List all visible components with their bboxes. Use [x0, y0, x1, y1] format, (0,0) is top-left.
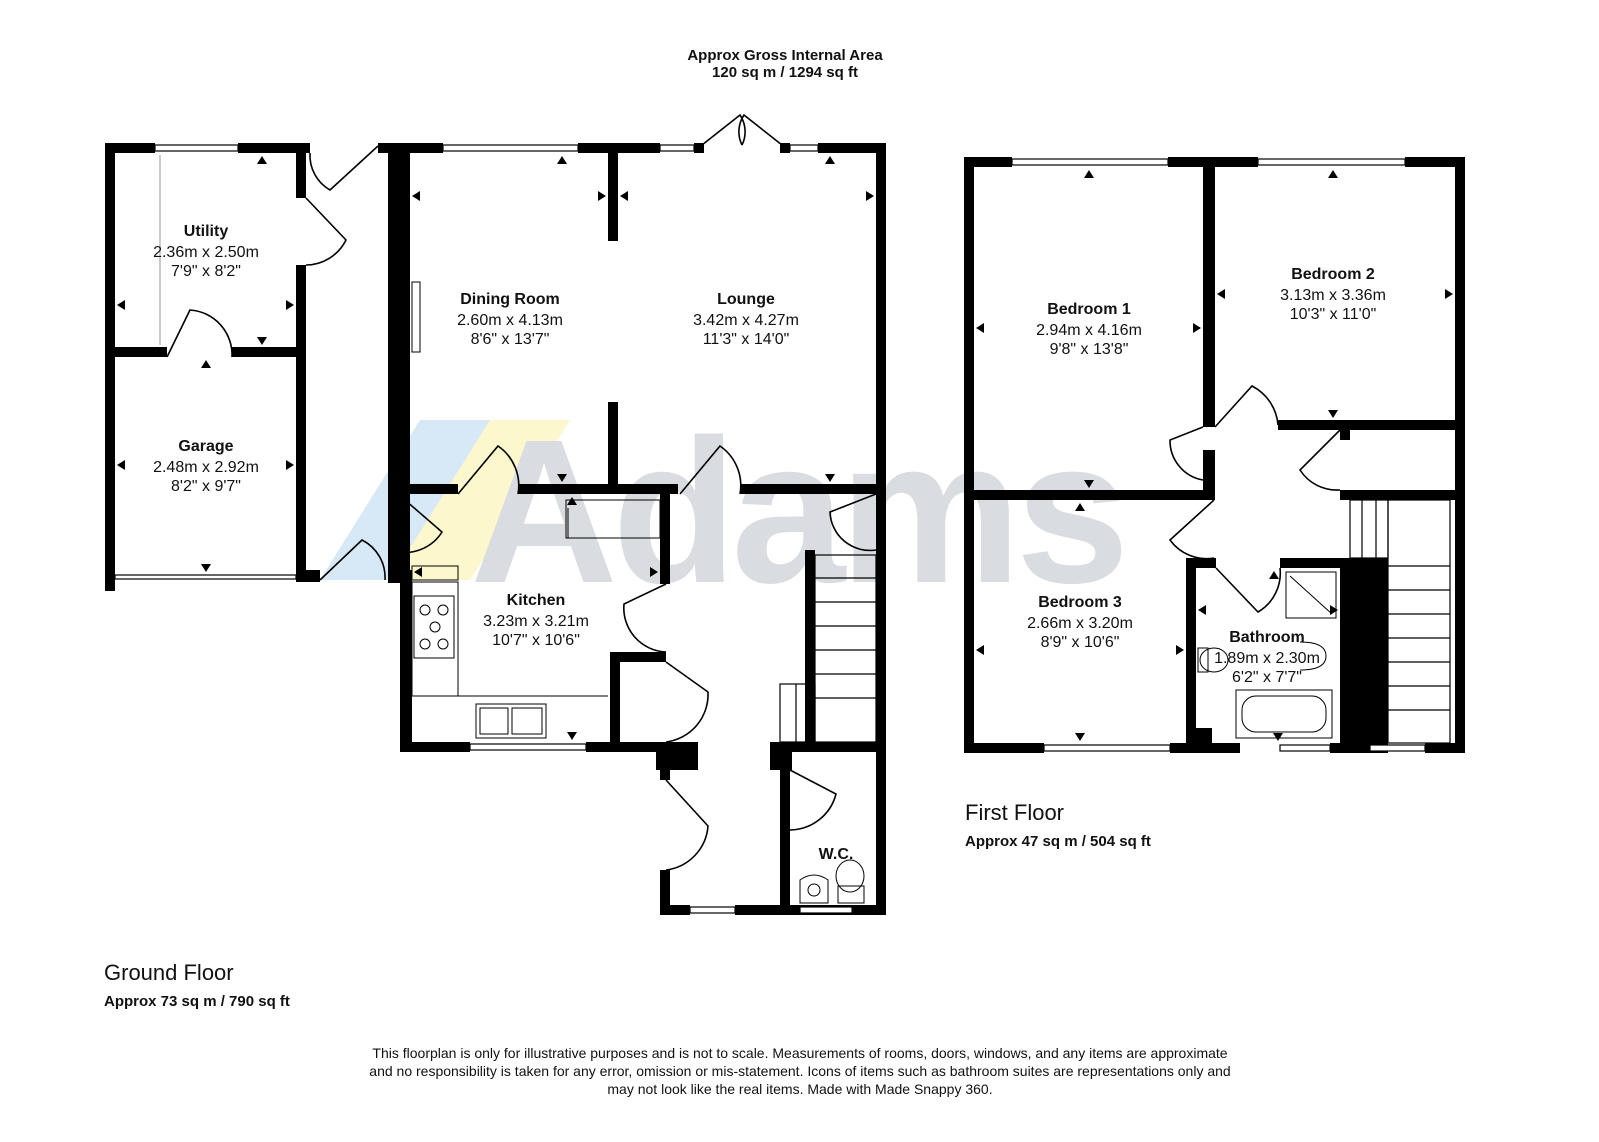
first-floor-walls: [964, 157, 1465, 753]
room-name: Bedroom 3: [1038, 594, 1122, 611]
kitchen-fittings: [411, 499, 661, 739]
room-utility: Utility 2.36m x 2.50m 7'9" x 8'2": [153, 223, 259, 280]
room-metric: 3.42m x 4.27m: [693, 312, 799, 329]
room-metric: 3.23m x 3.21m: [483, 613, 589, 630]
room-wc: W.C.: [819, 846, 854, 863]
watermark-text: Adams: [470, 397, 1124, 626]
room-name: Bedroom 2: [1291, 266, 1375, 283]
room-garage: Garage 2.48m x 2.92m 8'2" x 9'7": [153, 438, 259, 495]
room-bathroom: Bathroom 1.89m x 2.30m 6'2" x 7'7": [1214, 629, 1320, 686]
first-floor-stairs: [1349, 499, 1451, 744]
room-name: Kitchen: [507, 592, 566, 609]
room-imperial: 8'9" x 10'6": [1041, 634, 1120, 651]
room-metric: 2.60m x 4.13m: [457, 312, 563, 329]
basin-icon: [1299, 641, 1327, 671]
first-floor-windows: [1011, 158, 1426, 752]
ground-floor-windows: [114, 144, 853, 914]
room-name: Utility: [184, 223, 229, 240]
radiator-icon: [411, 281, 421, 353]
room-imperial: 10'7" x 10'6": [492, 632, 580, 649]
room-imperial: 8'2" x 9'7": [171, 478, 241, 495]
first-floor-area: Approx 47 sq m / 504 sq ft: [965, 833, 1151, 850]
first-floor-title: First Floor: [965, 800, 1064, 825]
room-dining: Dining Room 2.60m x 4.13m 8'6" x 13'7": [457, 291, 563, 348]
gross-area-value: 120 sq m / 1294 sq ft: [712, 64, 858, 81]
room-metric: 2.48m x 2.92m: [153, 459, 259, 476]
ground-floor-doors: [166, 113, 877, 871]
room-metric: 2.94m x 4.16m: [1036, 322, 1142, 339]
hob-icon: [413, 595, 455, 659]
disclaimer-line: may not look like the real items. Made w…: [607, 1081, 993, 1097]
ground-floor-walls: [105, 143, 886, 915]
ground-floor-title: Ground Floor: [104, 960, 234, 985]
toilet-icon: [1199, 647, 1229, 673]
room-lounge: Lounge 3.42m x 4.27m 11'3" x 14'0": [693, 291, 799, 348]
room-name: W.C.: [819, 846, 854, 863]
room-name: Dining Room: [460, 291, 560, 308]
room-imperial: 11'3" x 14'0": [703, 331, 790, 348]
adams-watermark: Adams: [320, 397, 1130, 626]
ground-floor-area: Approx 73 sq m / 790 sq ft: [104, 993, 290, 1010]
disclaimer-line: and no responsibility is taken for any e…: [369, 1063, 1231, 1079]
gross-area-title: Approx Gross Internal Area: [687, 47, 883, 64]
room-bedroom1: Bedroom 1 2.94m x 4.16m 9'8" x 13'8": [1036, 301, 1142, 358]
shower-icon: [1285, 571, 1337, 619]
room-imperial: 7'9" x 8'2": [171, 263, 241, 280]
gross-area-header: Approx Gross Internal Area 120 sq m / 12…: [640, 47, 930, 81]
room-kitchen: Kitchen 3.23m x 3.21m 10'7" x 10'6": [483, 592, 589, 649]
first-floor-doors: [1168, 385, 1341, 614]
basin-icon: [799, 874, 829, 904]
room-name: Bedroom 1: [1047, 301, 1131, 318]
room-metric: 2.36m x 2.50m: [153, 244, 259, 261]
dimension-markers: [117, 156, 1453, 741]
room-metric: 2.66m x 3.20m: [1027, 615, 1133, 632]
bathroom-fittings: [1197, 571, 1337, 739]
room-imperial: 6'2" x 7'7": [1232, 669, 1302, 686]
sink-icon: [475, 703, 547, 739]
wc-fittings: [799, 859, 865, 904]
room-imperial: 9'8" x 13'8": [1050, 341, 1129, 358]
room-name: Lounge: [717, 291, 775, 308]
room-name: Garage: [178, 438, 233, 455]
bath-icon: [1235, 689, 1333, 739]
room-imperial: 10'3" x 11'0": [1290, 306, 1377, 323]
toilet-icon: [835, 859, 865, 893]
ground-floor-stairs: [779, 554, 877, 743]
room-imperial: 8'6" x 13'7": [471, 331, 550, 348]
room-metric: 3.13m x 3.36m: [1280, 287, 1386, 304]
room-bedroom2: Bedroom 2 3.13m x 3.36m 10'3" x 11'0": [1280, 266, 1386, 323]
room-metric: 1.89m x 2.30m: [1214, 650, 1320, 667]
room-labels: Utility 2.36m x 2.50m 7'9" x 8'2" Garage…: [153, 223, 1386, 863]
disclaimer-line: This floorplan is only for illustrative …: [372, 1045, 1228, 1061]
room-name: Bathroom: [1229, 629, 1305, 646]
room-bedroom3: Bedroom 3 2.66m x 3.20m 8'9" x 10'6": [1027, 594, 1133, 651]
disclaimer: This floorplan is only for illustrative …: [300, 1044, 1300, 1098]
